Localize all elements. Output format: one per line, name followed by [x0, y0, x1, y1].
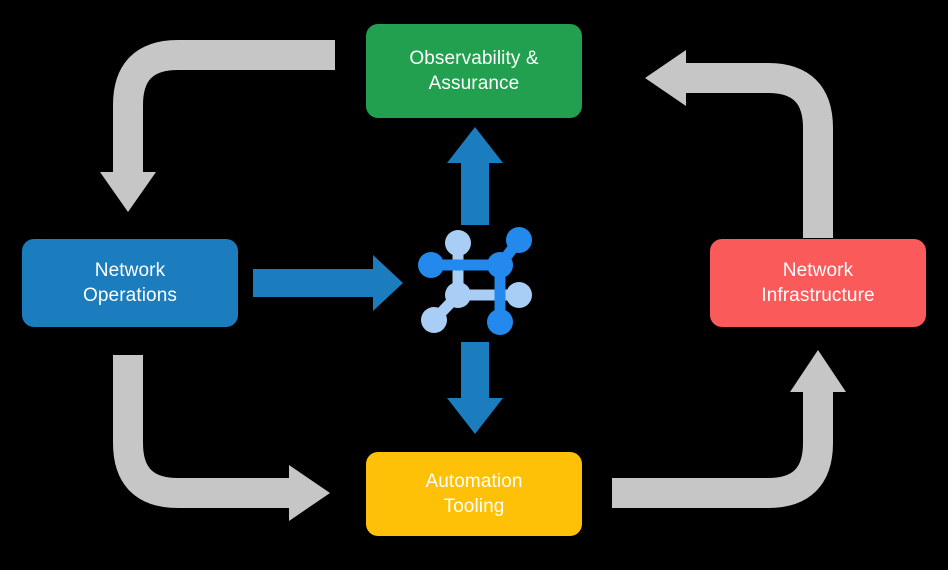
arrow-infrastructure-to-tooling: [612, 350, 846, 508]
node-observability-label: Observability & Assurance: [409, 47, 539, 94]
arrow-operations-to-observability: [100, 40, 335, 212]
node-network-infrastructure-label: Network Infrastructure: [761, 259, 875, 306]
arrow-tooling-to-operations: [113, 355, 330, 521]
node-network-infrastructure[interactable]: Network Infrastructure: [710, 239, 926, 327]
arrow-observability-to-infrastructure: [645, 50, 833, 238]
arrow-center-to-observability: [447, 127, 503, 225]
node-automation-tooling-label: Automation Tooling: [425, 470, 523, 517]
arrow-center-to-tooling: [447, 342, 503, 434]
arrow-operations-to-center: [253, 255, 403, 311]
node-network-operations-label: Network Operations: [83, 259, 177, 306]
node-automation-tooling[interactable]: Automation Tooling: [366, 452, 582, 536]
node-observability-assurance[interactable]: Observability & Assurance: [366, 24, 582, 118]
network-topology-icon: [418, 227, 532, 335]
node-network-operations[interactable]: Network Operations: [22, 239, 238, 327]
